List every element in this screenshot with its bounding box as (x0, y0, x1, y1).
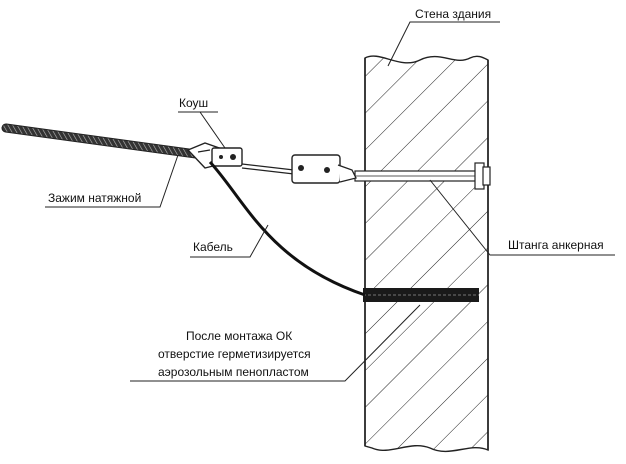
label-cable: Кабель (193, 240, 233, 254)
label-note-line2: отверстие герметизируется (158, 347, 311, 361)
anchor-clamp (291, 154, 357, 184)
messenger-wire (1, 123, 201, 159)
label-anchor-rod: Штанга анкерная (508, 238, 604, 252)
label-wall: Стена здания (415, 7, 491, 21)
label-tension-clamp: Зажим натяжной (48, 191, 141, 205)
optical-cable (208, 160, 366, 297)
sealed-hole (363, 288, 479, 302)
label-note-line1: После монтажа ОК (186, 329, 292, 343)
label-note-line3: аэрозольным пенопластом (158, 365, 309, 379)
link-rod (241, 163, 295, 175)
building-wall (364, 55, 489, 453)
tension-clamp (211, 147, 243, 167)
label-thimble: Коуш (179, 96, 208, 110)
leader-lines (45, 21, 615, 382)
